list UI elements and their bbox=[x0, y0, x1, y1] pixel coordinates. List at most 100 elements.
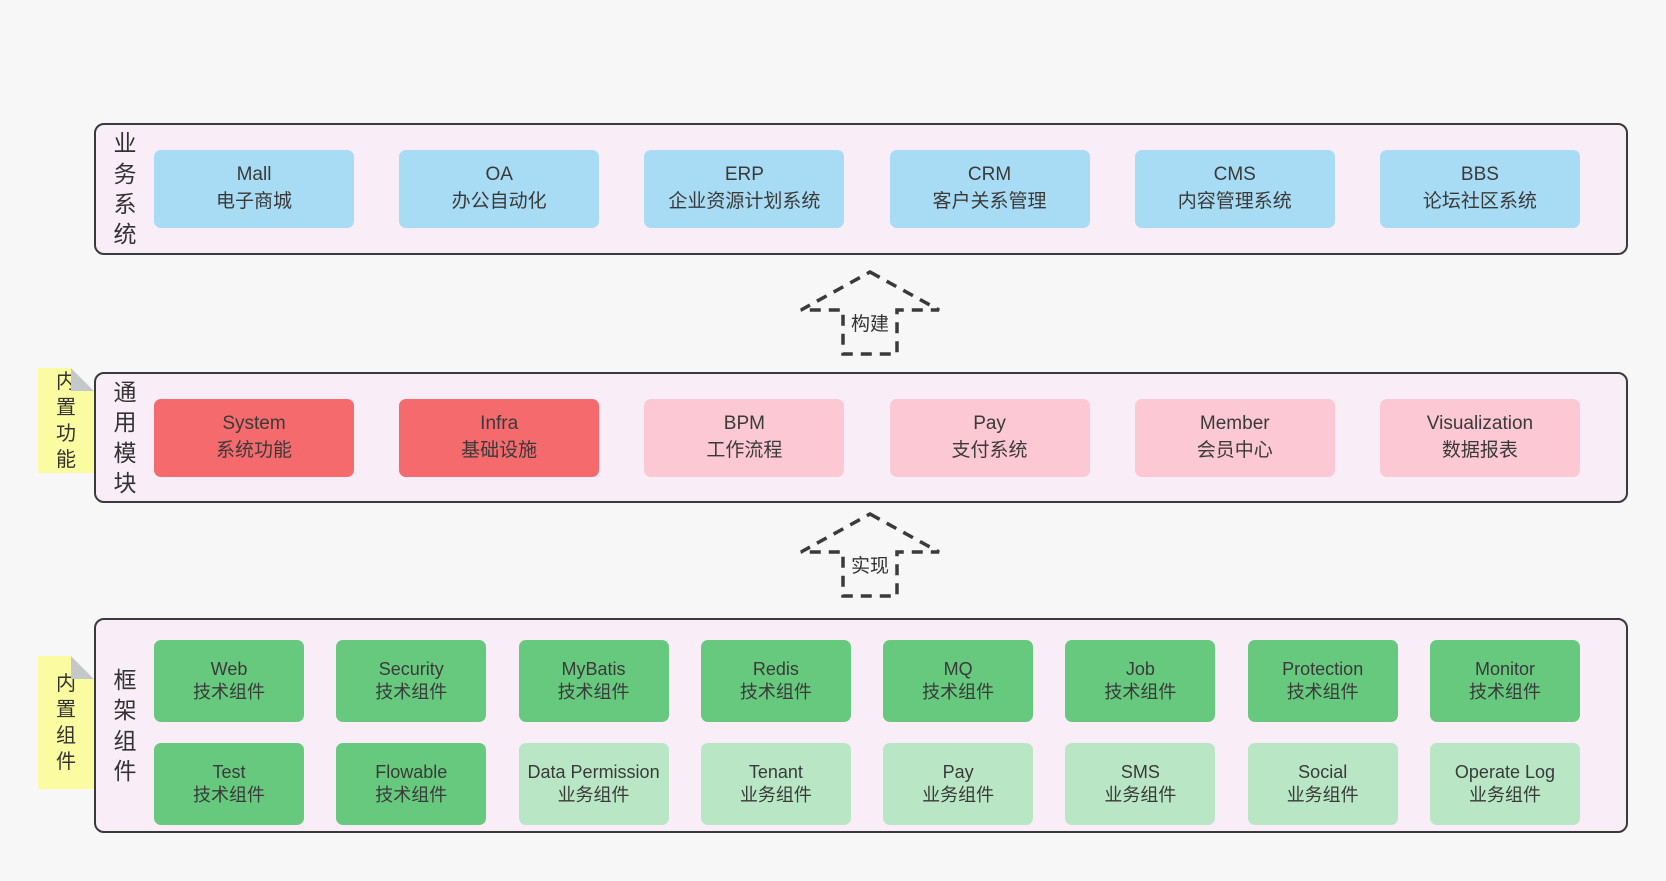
box-visualization: Visualization 数据报表 bbox=[1379, 398, 1580, 477]
box-title: Redis bbox=[752, 658, 799, 679]
layer-common-modules: 通用模块 System 系统功能 Infra 基础设施 BPM 工作流程 Pay… bbox=[94, 372, 1628, 503]
box-cms: CMS 内容管理系统 bbox=[1134, 150, 1335, 228]
box-title: MyBatis bbox=[561, 658, 626, 679]
box-title: Security bbox=[378, 658, 444, 679]
box-tenant: Tenant 业务组件 bbox=[700, 743, 851, 825]
box-job: Job 技术组件 bbox=[1065, 640, 1216, 722]
layer-label: 业务系统 bbox=[113, 130, 137, 248]
box-member: Member 会员中心 bbox=[1134, 398, 1335, 477]
box-title: Member bbox=[1199, 412, 1270, 434]
box-mq: MQ 技术组件 bbox=[883, 640, 1034, 722]
box-subtitle: 内容管理系统 bbox=[1177, 191, 1292, 212]
box-title: MQ bbox=[943, 658, 973, 679]
layer-label: 通用模块 bbox=[113, 378, 137, 496]
box-title: Tenant bbox=[748, 761, 803, 782]
box-title: Monitor bbox=[1474, 658, 1535, 679]
box-title: Pay bbox=[942, 761, 974, 782]
box-subtitle: 支付系统 bbox=[951, 439, 1028, 461]
box-flowable: Flowable 技术组件 bbox=[336, 743, 487, 825]
layer-framework-components: 框架组件 Web 技术组件 Security 技术组件 MyBatis 技术组件… bbox=[94, 618, 1628, 833]
box-title: System bbox=[222, 412, 286, 434]
layer-label-container: 框架组件 bbox=[96, 620, 154, 831]
box-subtitle: 办公自动化 bbox=[451, 191, 547, 212]
box-subtitle: 企业资源计划系统 bbox=[668, 191, 821, 212]
box-subtitle: 技术组件 bbox=[375, 682, 448, 702]
box-subtitle: 技术组件 bbox=[375, 785, 448, 805]
business-boxes-row: Mall 电子商城 OA 办公自动化 ERP 企业资源计划系统 CRM 客户关系… bbox=[154, 125, 1580, 253]
box-subtitle: 技术组件 bbox=[1468, 682, 1541, 702]
sticky-note-label: 内置功能 bbox=[56, 370, 76, 471]
build-arrow: 构建 bbox=[795, 268, 945, 358]
box-oa: OA 办公自动化 bbox=[399, 150, 600, 228]
box-subtitle: 技术组件 bbox=[557, 682, 630, 702]
layer-label-container: 业务系统 bbox=[96, 125, 154, 253]
box-subtitle: 客户关系管理 bbox=[932, 191, 1047, 212]
implement-arrow-label: 实现 bbox=[846, 548, 894, 581]
box-subtitle: 技术组件 bbox=[739, 682, 812, 702]
sticky-note-built-in-components: 内置组件 bbox=[38, 656, 94, 789]
box-web: Web 技术组件 bbox=[154, 640, 304, 722]
box-sms: SMS 业务组件 bbox=[1065, 743, 1216, 825]
folded-corner bbox=[71, 368, 94, 391]
box-title: Flowable bbox=[375, 761, 448, 782]
box-title: Visualization bbox=[1426, 412, 1534, 434]
up-arrow-icon bbox=[800, 512, 940, 598]
box-subtitle: 技术组件 bbox=[1286, 682, 1359, 702]
box-subtitle: 工作流程 bbox=[706, 439, 783, 461]
folded-corner bbox=[71, 656, 94, 679]
box-title: Operate Log bbox=[1454, 761, 1555, 782]
box-data-permission: Data Permission 业务组件 bbox=[518, 743, 669, 825]
box-subtitle: 业务组件 bbox=[557, 785, 630, 805]
box-title: Social bbox=[1298, 761, 1348, 782]
box-title: Job bbox=[1125, 658, 1155, 679]
box-subtitle: 业务组件 bbox=[739, 785, 812, 805]
box-operate-log: Operate Log 业务组件 bbox=[1429, 743, 1580, 825]
box-subtitle: 业务组件 bbox=[1468, 785, 1541, 805]
build-arrow-label: 构建 bbox=[846, 306, 894, 339]
box-title: BPM bbox=[723, 412, 765, 434]
box-title: Mall bbox=[236, 164, 272, 186]
box-title: Data Permission bbox=[527, 761, 660, 782]
box-subtitle: 业务组件 bbox=[1104, 785, 1177, 805]
box-subtitle: 技术组件 bbox=[193, 682, 265, 702]
box-bpm: BPM 工作流程 bbox=[644, 398, 845, 477]
box-pay-module: Pay 支付系统 bbox=[889, 398, 1090, 477]
implement-arrow: 实现 bbox=[795, 510, 945, 600]
box-title: Protection bbox=[1282, 658, 1364, 679]
box-pay-component: Pay 业务组件 bbox=[883, 743, 1034, 825]
box-test: Test 技术组件 bbox=[154, 743, 304, 825]
box-subtitle: 论坛社区系统 bbox=[1422, 191, 1537, 212]
box-title: OA bbox=[485, 164, 513, 186]
box-system: System 系统功能 bbox=[154, 398, 354, 477]
box-title: Test bbox=[212, 761, 246, 782]
box-social: Social 业务组件 bbox=[1247, 743, 1398, 825]
box-infra: Infra 基础设施 bbox=[399, 398, 600, 477]
layer-label: 框架组件 bbox=[113, 666, 137, 784]
box-title: Infra bbox=[480, 412, 519, 434]
framework-row-2: Test 技术组件 Flowable 技术组件 Data Permission … bbox=[154, 743, 1580, 825]
box-bbs: BBS 论坛社区系统 bbox=[1379, 150, 1580, 228]
box-mybatis: MyBatis 技术组件 bbox=[518, 640, 669, 722]
box-title: SMS bbox=[1120, 761, 1160, 782]
up-arrow-icon bbox=[800, 270, 940, 356]
layer-business-systems: 业务系统 Mall 电子商城 OA 办公自动化 ERP 企业资源计划系统 CRM… bbox=[94, 123, 1628, 255]
box-title: CRM bbox=[967, 164, 1012, 186]
box-title: Web bbox=[210, 658, 248, 679]
box-subtitle: 数据报表 bbox=[1441, 439, 1518, 461]
box-redis: Redis 技术组件 bbox=[700, 640, 851, 722]
box-title: Pay bbox=[973, 412, 1006, 434]
sticky-note-label: 内置组件 bbox=[56, 672, 76, 773]
box-mall: Mall 电子商城 bbox=[154, 150, 354, 228]
box-subtitle: 基础设施 bbox=[461, 439, 538, 461]
framework-row-1: Web 技术组件 Security 技术组件 MyBatis 技术组件 Redi… bbox=[154, 640, 1580, 722]
box-subtitle: 业务组件 bbox=[1286, 785, 1359, 805]
box-security: Security 技术组件 bbox=[336, 640, 487, 722]
sticky-note-built-in-features: 内置功能 bbox=[38, 368, 94, 473]
box-title: BBS bbox=[1460, 164, 1499, 186]
box-title: ERP bbox=[724, 164, 764, 186]
box-subtitle: 业务组件 bbox=[922, 785, 995, 805]
box-title: CMS bbox=[1213, 164, 1256, 186]
box-crm: CRM 客户关系管理 bbox=[889, 150, 1090, 228]
box-monitor: Monitor 技术组件 bbox=[1429, 640, 1580, 722]
